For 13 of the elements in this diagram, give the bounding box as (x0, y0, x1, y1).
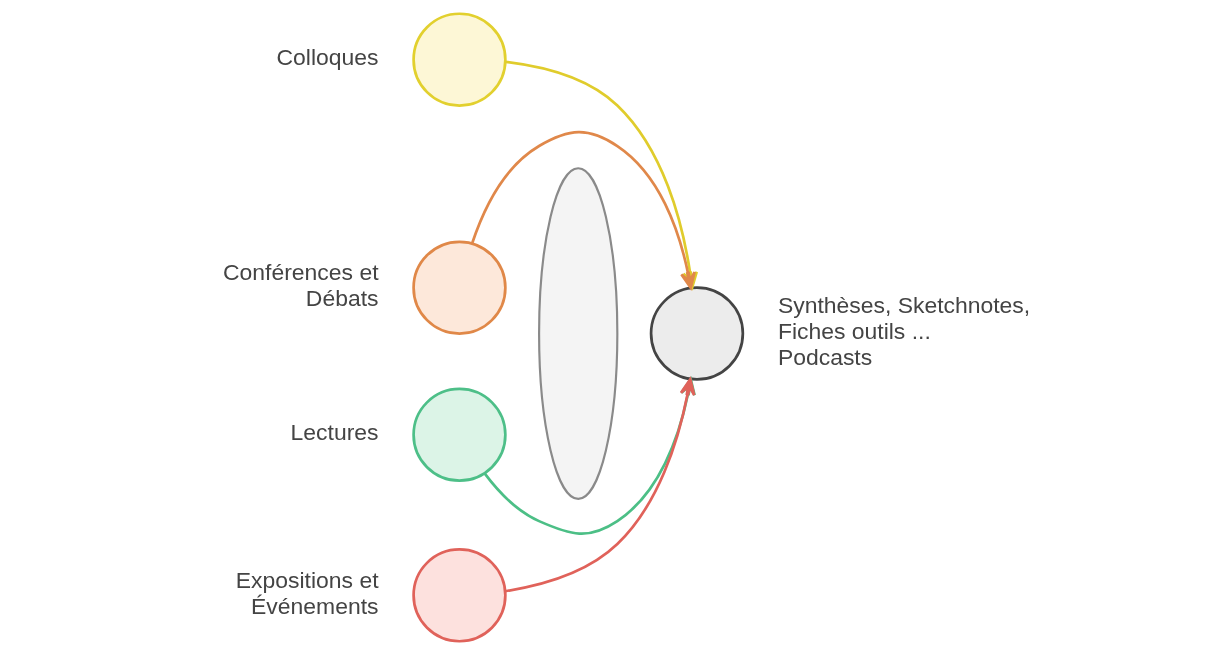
node-circle (411, 12, 507, 107)
arrow (483, 377, 696, 535)
node-circle (411, 240, 507, 335)
node-circle (411, 548, 507, 643)
node-lens (537, 167, 618, 500)
node-label: Conférences et Débats (222, 259, 379, 312)
node-label: Lectures (290, 419, 379, 446)
node-circle (411, 387, 507, 482)
node-circle (649, 286, 744, 381)
node-label: Expositions et Événements (235, 567, 379, 619)
node-label: Colloques (276, 44, 379, 71)
node-label: Synthèses, Sketchnotes, Fiches outils ... Podcasts (777, 292, 1030, 370)
arrow (504, 377, 695, 593)
